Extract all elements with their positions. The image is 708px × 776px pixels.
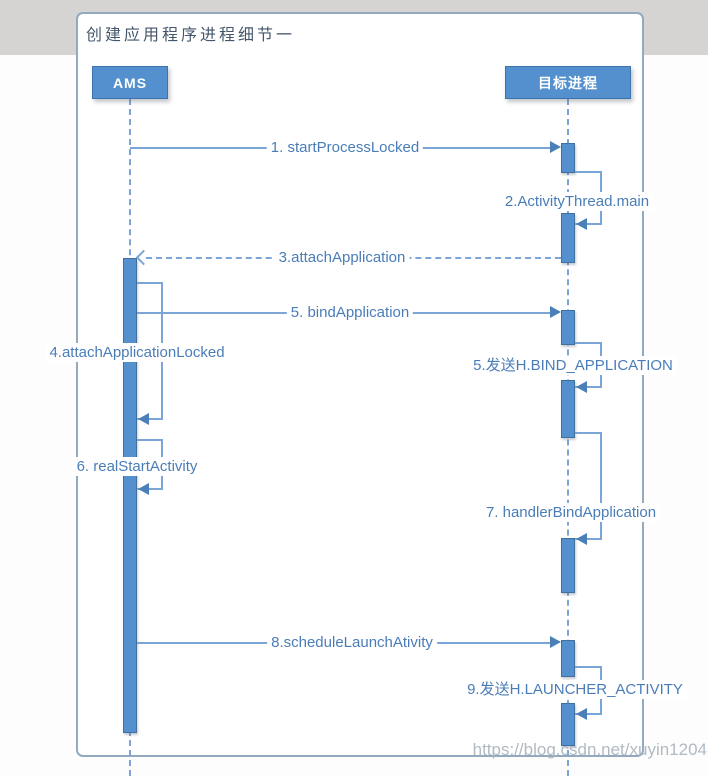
actor-box-target: 目标进程 <box>505 66 631 99</box>
arrowhead-message-7 <box>576 533 587 545</box>
activation-bar-target-3 <box>561 310 575 345</box>
actor-label-target: 目标进程 <box>538 74 598 91</box>
activation-bar-target-4 <box>561 380 575 438</box>
activation-bar-target-6 <box>561 640 575 677</box>
message-label-9: 9.发送H.LAUNCHER_ACTIVITY <box>463 680 687 699</box>
arrowhead-message-5 <box>550 306 561 318</box>
diagram-frame <box>76 12 644 757</box>
message-label-5b: 5.发送H.BIND_APPLICATION <box>469 356 677 375</box>
actor-label-ams: AMS <box>112 74 148 91</box>
activation-bar-target-2 <box>561 213 575 263</box>
activation-bar-ams <box>123 258 137 733</box>
arrowhead-message-8 <box>550 636 561 648</box>
message-label-4: 4.attachApplicationLocked <box>45 343 229 362</box>
arrowhead-message-5b <box>576 381 587 393</box>
activation-bar-target-5 <box>561 538 575 593</box>
message-label-1: 1. startProcessLocked <box>266 138 424 157</box>
self-call-hook-7 <box>575 432 602 540</box>
diagram-title: 创建应用程序进程细节一 <box>86 27 296 44</box>
arrowhead-message-2 <box>576 218 587 230</box>
watermark: https://blog.csdn.net/xuyin1204 <box>472 740 707 759</box>
activation-bar-target-1 <box>561 143 575 173</box>
activation-bar-target-7 <box>561 703 575 746</box>
message-label-6: 6. realStartActivity <box>72 457 202 476</box>
message-label-7: 7. handlerBindApplication <box>481 503 661 522</box>
message-label-5: 5. bindApplication <box>286 303 414 322</box>
message-label-3: 3.attachApplication <box>274 248 410 267</box>
arrowhead-message-4 <box>138 413 149 425</box>
message-label-8: 8.scheduleLaunchAtivity <box>267 633 437 652</box>
arrowhead-message-9 <box>576 708 587 720</box>
arrowhead-message-1 <box>550 141 561 153</box>
message-label-2: 2.ActivityThread.main <box>500 192 654 211</box>
actor-box-ams: AMS <box>92 66 168 99</box>
arrowhead-message-6 <box>138 483 149 495</box>
